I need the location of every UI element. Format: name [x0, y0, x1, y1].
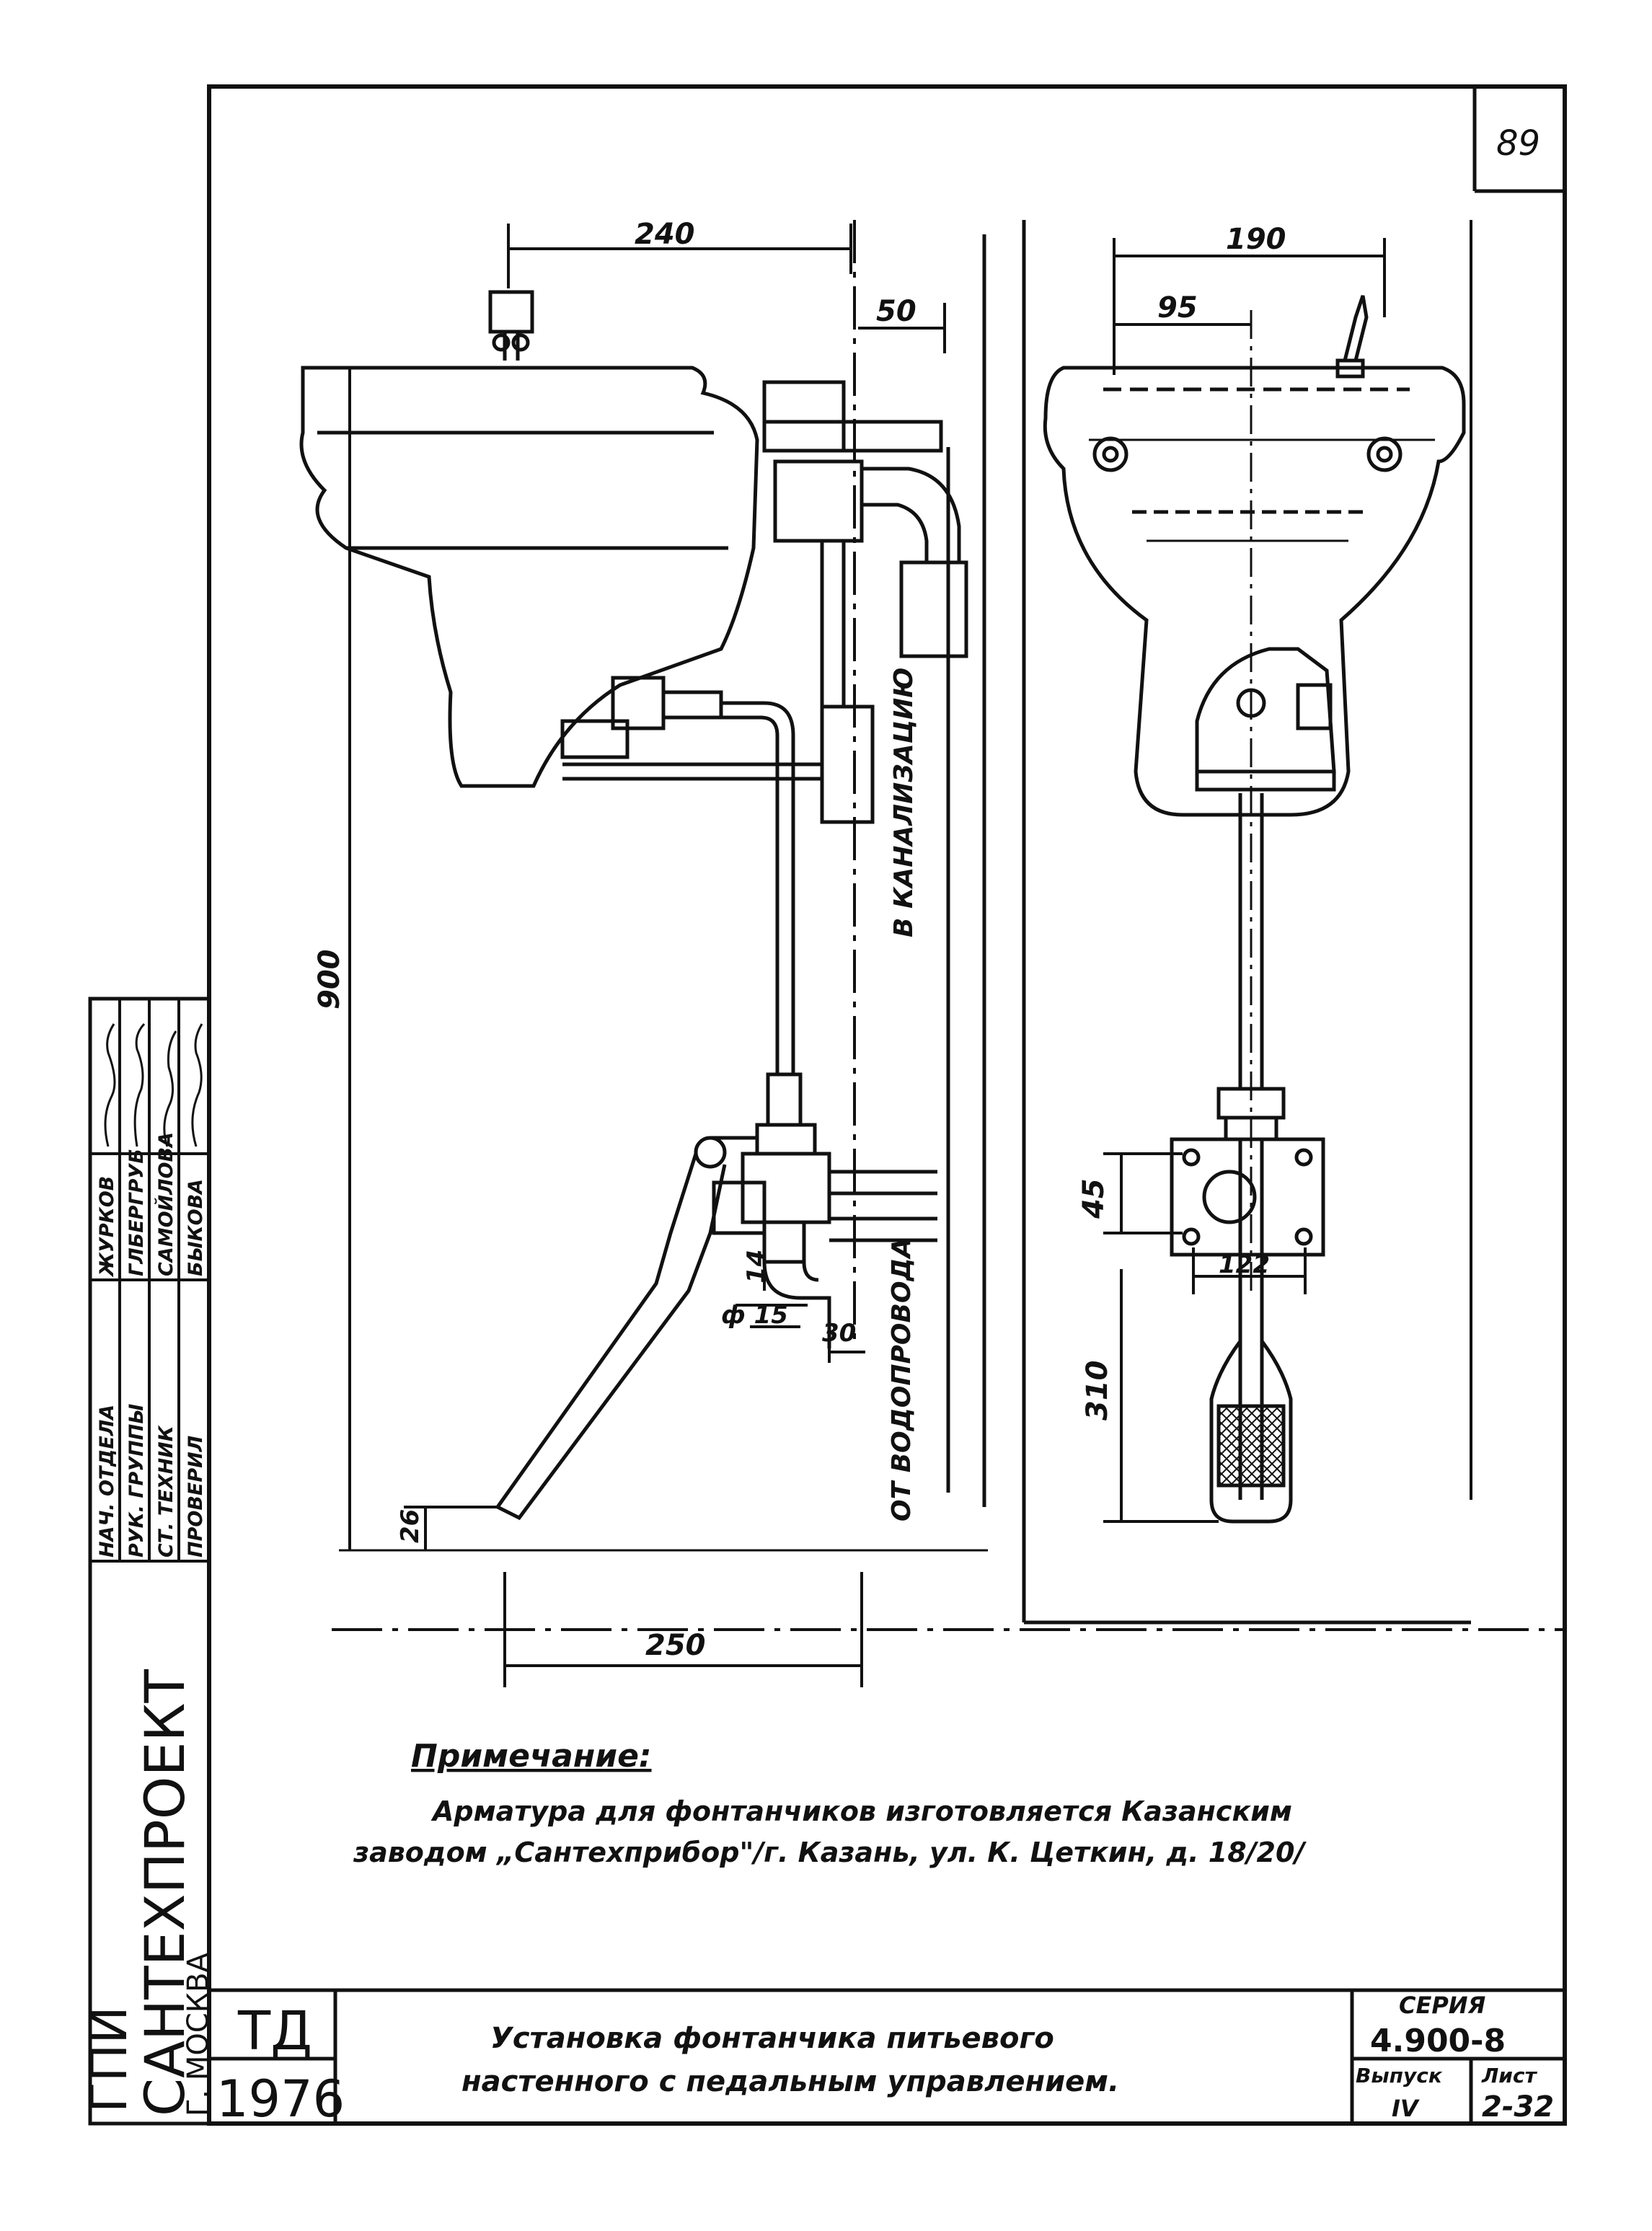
- stamp-role-4: ПРОВЕРИЛ: [185, 1436, 207, 1558]
- dim-190: 190: [1226, 223, 1286, 256]
- issue-label: Выпуск: [1356, 2064, 1443, 2088]
- dim-14: 14: [742, 1250, 771, 1284]
- dim-310: 310: [1081, 1361, 1114, 1421]
- sheet-number: 89: [1496, 123, 1540, 164]
- label-from-water: ОТ ВОДОПРОВОДА: [887, 1238, 916, 1522]
- dim-50: 50: [876, 295, 916, 328]
- sheet-value: 2-32: [1482, 2090, 1554, 2124]
- org-line-2: САНТЕХПРОЕКТ: [133, 1669, 197, 2116]
- stamp-roles: НАЧ. ОТДЕЛА РУК. ГРУППЫ СТ. ТЕХНИК ПРОВЕ…: [96, 1404, 207, 1558]
- dim-15: ф 15: [721, 1301, 788, 1330]
- stamp-role-1: НАЧ. ОТДЕЛА: [96, 1405, 118, 1558]
- dim-900: 900: [313, 950, 346, 1010]
- series-value: 4.900-8: [1370, 2023, 1506, 2059]
- approval-stamp: [88, 997, 211, 2126]
- dim-122: 122: [1219, 1250, 1270, 1279]
- note-line-1: Арматура для фонтанчиков изготовляется К…: [430, 1795, 1292, 1827]
- td-code: ТД: [237, 2000, 312, 2062]
- td-year: 1976: [216, 2069, 345, 2129]
- stamp-name-1: ЖУРКОВ: [96, 1176, 118, 1278]
- stamp-names: ЖУРКОВ ГЛБЕРГРУБ САМОЙЛОВА БЫКОВА: [96, 1132, 207, 1278]
- dim-26: 26: [396, 1509, 425, 1543]
- dim-45: 45: [1077, 1178, 1110, 1219]
- dim-240: 240: [635, 218, 695, 251]
- stamp-role-2: РУК. ГРУППЫ: [125, 1404, 148, 1558]
- sheet-number-box: 89: [1472, 87, 1565, 193]
- title-block: [209, 1988, 1565, 2124]
- note-line-2: заводом „Сантехприбор"/г. Казань, ул. К.…: [353, 1837, 1307, 1868]
- dim-95: 95: [1157, 291, 1198, 324]
- stamp-name-2: ГЛБЕРГРУБ: [125, 1149, 148, 1276]
- label-to-sewer: В КАНАЛИЗАЦИЮ: [889, 667, 919, 937]
- note-heading: Примечание:: [411, 1738, 652, 1775]
- side-view: [299, 220, 1565, 1631]
- title-line-2: настенного с педальным управлением.: [461, 2065, 1119, 2098]
- organization-block: ГПИ САНТЕХПРОЕКТ Г. МОСКВА: [79, 1669, 215, 2116]
- note-block: Примечание: Арматура для фонтанчиков изг…: [353, 1738, 1307, 1868]
- side-dimensions: [332, 224, 946, 1687]
- stamp-name-4: БЫКОВА: [185, 1179, 207, 1276]
- issue-value: IV: [1392, 2095, 1420, 2122]
- stamp-role-3: СТ. ТЕХНИК: [155, 1424, 177, 1558]
- dim-250: 250: [645, 1629, 706, 1662]
- title-line-1: Установка фонтанчика питьевого: [490, 2022, 1054, 2055]
- series-label: СЕРИЯ: [1399, 1992, 1485, 2019]
- dim-30: 30: [822, 1319, 856, 1348]
- org-line-1: ГПИ: [79, 2006, 138, 2113]
- stamp-signatures: [104, 1022, 203, 1147]
- front-dimensions: [1103, 238, 1386, 1523]
- sheet-label: Лист: [1481, 2064, 1537, 2088]
- stamp-name-3: САМОЙЛОВА: [154, 1132, 177, 1276]
- org-line-3: Г. МОСКВА: [182, 1952, 215, 2116]
- front-view: [1022, 220, 1472, 1625]
